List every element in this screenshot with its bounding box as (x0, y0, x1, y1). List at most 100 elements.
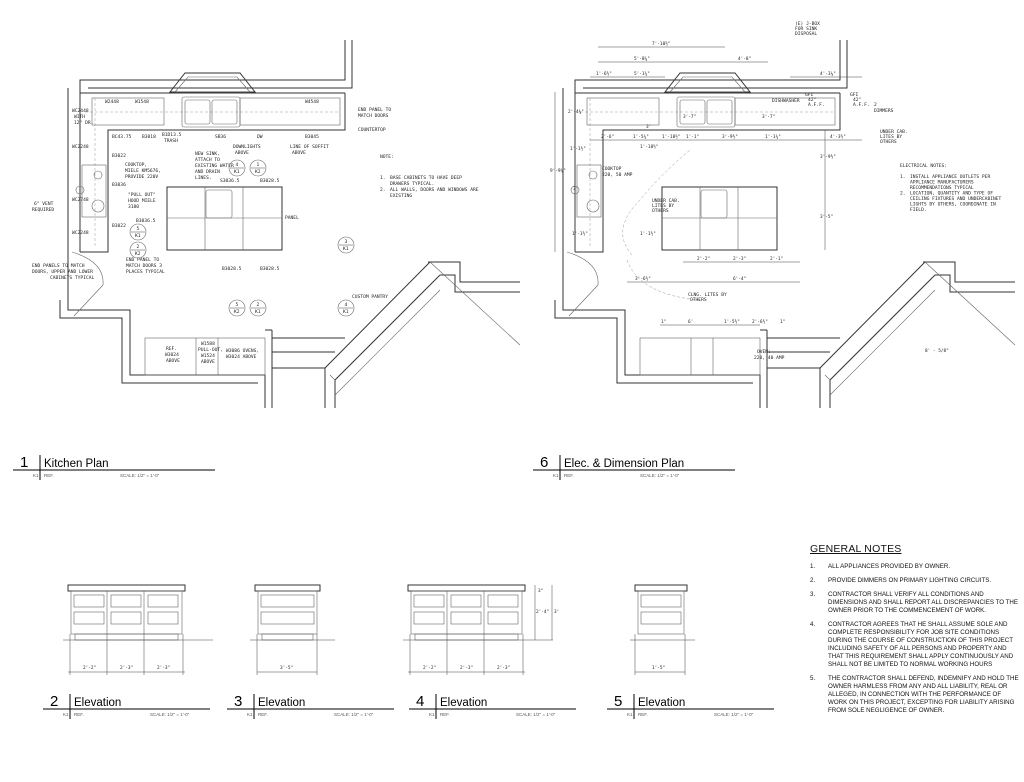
note-text: THE CONTRACTOR SHALL DEFEND, INDEMNIFY A… (828, 675, 1019, 714)
note-text: CONTRACTOR AGREES THAT HE SHALL ASSUME S… (828, 621, 1014, 668)
elevation-4-drawing (402, 584, 554, 676)
view-number: 6 (540, 454, 548, 471)
plan-label: COOKTOP, (125, 162, 147, 168)
view-title: Elevation (638, 697, 685, 709)
plan-label: COOKTOP (602, 166, 622, 172)
marker-number: 3 (345, 239, 348, 245)
plan-label: NEW SINK, (195, 151, 220, 157)
scale-label: SCALE: 1/2" = 1'-0" (714, 712, 754, 717)
plan-label: FOR SINK (795, 26, 817, 32)
note-line: ALL WALLS, DOORS AND WINDOWS ARE (390, 187, 479, 193)
ref-prefix: K1 (627, 712, 633, 717)
note-number: 3. (810, 591, 816, 598)
section-marker (249, 159, 267, 177)
plan-label: REF. (166, 346, 177, 352)
dimension: 2'-2" (423, 665, 436, 671)
plan-label: LINE OF SOFFIT (290, 144, 329, 150)
dimension: 2'-3" (733, 256, 746, 262)
section-marker (337, 236, 355, 254)
marker-sheet: K1 (255, 309, 261, 315)
plan-label: LINES. (195, 175, 212, 181)
ref-label: REF. (440, 712, 450, 717)
plan-label: B3018 (142, 134, 156, 140)
general-note-item: 4.CONTRACTOR AGREES THAT HE SHALL ASSUME… (810, 621, 1020, 669)
dimension: 3' (646, 124, 651, 130)
scale-label: SCALE: 1/2" = 1'-0" (334, 712, 374, 717)
note-number: 1. (900, 174, 906, 180)
dimension: 6' (688, 319, 693, 325)
dimension: 1'-1½" (640, 230, 656, 237)
section-marker (249, 299, 267, 317)
section-marker (228, 299, 246, 317)
note-number: 2. (900, 191, 906, 197)
plan-label: END PANEL TO (358, 107, 391, 113)
scale-label: SCALE: 1/2" = 1'-0" (640, 473, 680, 478)
plan-label: W1524 (201, 353, 215, 359)
plan-label: PLACES TYPICAL (126, 269, 165, 275)
plan-label: 42" (808, 97, 816, 103)
plan-label: OTHERS (880, 139, 897, 145)
dimension: 4'-3⅛" (820, 70, 836, 77)
plan-label: ABOVE (292, 150, 306, 156)
general-note-item: 2.PROVIDE DIMMERS ON PRIMARY LIGHTING CI… (810, 577, 1020, 585)
plan-label: EXISTING WATER (195, 163, 234, 169)
dimension: 3' (573, 186, 578, 192)
view-title: Kitchen Plan (44, 458, 109, 470)
view-number: 1 (20, 454, 28, 471)
ref-prefix: K1 (33, 473, 39, 478)
plan-label: W2448 (105, 99, 119, 105)
plan-label: B3022 (112, 223, 126, 229)
dimension: 3'-7" (762, 114, 775, 120)
plan-label: MATCH DOORS 3 (126, 263, 162, 269)
general-note-item: 3.CONTRACTOR SHALL VERIFY ALL CONDITIONS… (810, 591, 1020, 615)
section-marker (129, 223, 147, 241)
dimension: 2'-3" (120, 665, 133, 671)
plan-label: DISHWASHER (772, 98, 800, 104)
plan-label: OTHERS (652, 208, 669, 214)
plan-label: BC43.75 (112, 134, 132, 140)
note-number: 1. (810, 563, 816, 570)
note-line: LOCATION, QUANTITY AND TYPE OF (910, 191, 993, 197)
note-number: 2. (810, 577, 816, 584)
plan-label: WC2248 (72, 144, 89, 150)
kitchen-plan-geometry (59, 39, 521, 409)
plan-label: ABOVE (201, 359, 215, 365)
note-number: 1. (380, 175, 386, 181)
note-line: EXISTING (390, 193, 412, 199)
dimension: 2'-3" (157, 665, 170, 671)
view-title: Elec. & Dimension Plan (564, 458, 684, 470)
elevation-5-drawing (630, 584, 695, 675)
marker-number: 2 (137, 244, 140, 250)
dimension: 1'-1½" (570, 145, 586, 152)
dimension: 1'-5" (652, 665, 665, 671)
plan-label: W1548 (135, 99, 149, 105)
marker-number: 5 (137, 226, 140, 232)
plan-label: DW (257, 134, 263, 140)
ref-prefix: K1 (247, 712, 253, 717)
plan-label: END PANEL TO (126, 257, 159, 263)
plan-label: AND DRAIN (195, 169, 220, 175)
plan-label: B1D13.5 (162, 132, 182, 138)
plan-label: LITES BY (652, 203, 674, 209)
plan-label: 3180 (128, 204, 139, 210)
marker-sheet: K1 (234, 169, 240, 175)
general-notes-title: GENERAL NOTES (810, 543, 902, 555)
marker-number: 2 (257, 302, 260, 308)
plan-label: PULL-OUT, (198, 347, 223, 353)
dimension: 1" (661, 319, 666, 325)
scale-label: SCALE: 1/2" = 1'-0" (516, 712, 556, 717)
plan-label: PROVIDE 220V (125, 174, 158, 180)
plan-label: OVEN: (757, 349, 771, 355)
dimension: 1'-10½" (640, 143, 659, 150)
dimension: 3'-5" (280, 665, 293, 671)
plan-label: 12" DR. (74, 120, 93, 126)
elevation-3-drawing (250, 584, 335, 675)
plan-label: SB36 (215, 134, 226, 140)
ref-label: REF. (74, 712, 84, 717)
section-marker (337, 299, 355, 317)
plan-label: W3086 OVENS, (226, 348, 259, 354)
plan-label: W4548 (305, 99, 319, 105)
dimension: 2'-2" (697, 256, 710, 262)
